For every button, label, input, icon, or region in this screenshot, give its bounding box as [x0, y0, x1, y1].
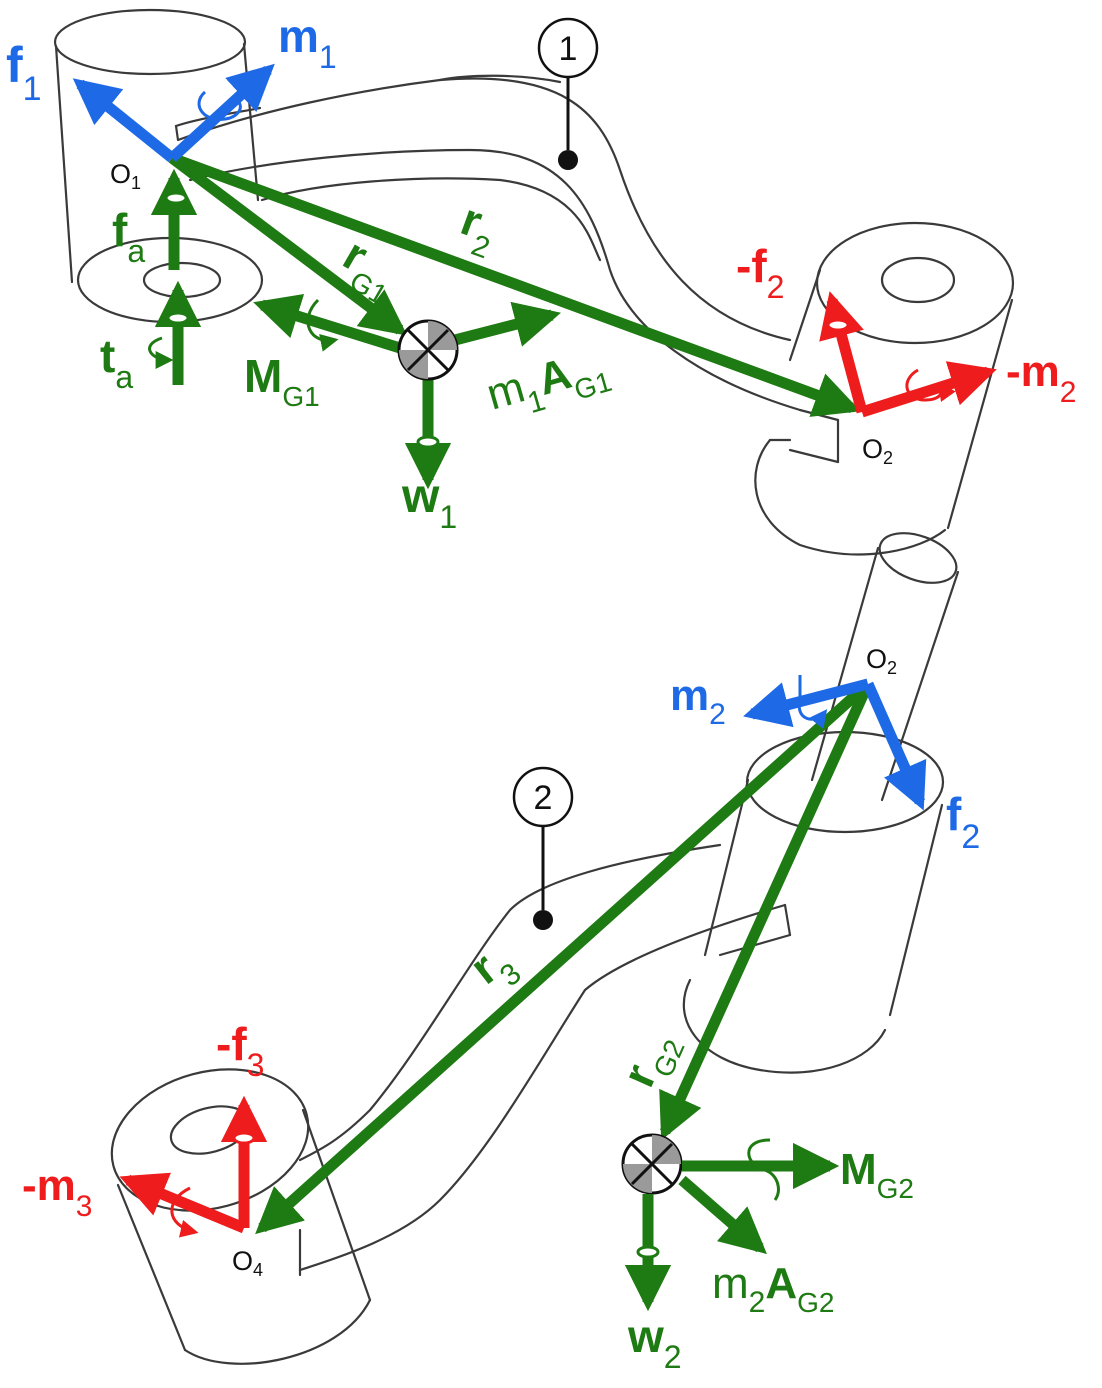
f1-vector — [72, 78, 176, 163]
link-2-tag-label: 2 — [534, 779, 553, 817]
neg-m3-rotation-icon — [170, 1186, 199, 1238]
fa-label: fa — [112, 204, 145, 269]
point-o2-bottom-label: O2 — [866, 644, 897, 678]
link-1-tag: 1 — [537, 17, 599, 170]
neg-m2-vector — [860, 361, 997, 418]
rG1-vector — [168, 153, 408, 336]
link-1-bearing-o2 — [754, 221, 1015, 556]
r3-vector — [255, 679, 872, 1235]
neg-f3-label: -f3 — [216, 1018, 264, 1083]
point-o2-top-label: O2 — [862, 434, 893, 468]
f2-vector — [862, 681, 927, 811]
rG2-vector — [659, 681, 874, 1141]
MG1-rotation-icon — [306, 298, 339, 352]
m1-label: m1 — [278, 10, 337, 75]
r2-vector — [170, 152, 861, 417]
point-o4-label: O4 — [232, 1246, 263, 1280]
neg-f2-vector — [819, 291, 868, 414]
neg-m2-label: -m2 — [1006, 347, 1076, 409]
point-labels: O1 O2 O2 O4 — [110, 159, 897, 1280]
link-2-bearing-o4 — [110, 1068, 372, 1365]
m1AG1-vector — [453, 301, 561, 347]
point-o1-label: O1 — [110, 159, 141, 193]
MG1-label: MG1 — [244, 350, 320, 412]
r2-label: r2 — [450, 193, 505, 266]
MG2-rotation-icon — [747, 1138, 780, 1201]
ta-label: ta — [100, 330, 133, 395]
m2AG2-label: m2AG2 — [712, 1259, 834, 1319]
MG2-label: MG2 — [840, 1145, 914, 1204]
ta-rotation-icon — [148, 336, 174, 369]
link-2-bearing-o2 — [682, 730, 945, 1074]
vector-labels: f1 m1 fa ta rG1 r2 MG1 m1AG1 w1 -f2 -m2 … — [6, 10, 1076, 1375]
neg-m3-label: -m3 — [22, 1161, 92, 1223]
link-1-sketch: 1 — [53, 8, 1015, 556]
cg2-symbol — [621, 1133, 683, 1195]
w2-label: w2 — [627, 1310, 682, 1375]
link-2-vectors — [119, 675, 927, 1312]
neg-m3-vector — [119, 1172, 247, 1234]
MG1-vector — [253, 293, 402, 354]
m2AG2-vector — [678, 1175, 767, 1255]
link-2-tag: 2 — [512, 766, 574, 930]
m1AG1-label: m1AG1 — [481, 339, 615, 430]
m2-rotation-icon — [797, 675, 828, 729]
m2-label: m2 — [670, 671, 726, 731]
link-2-sketch: 2 — [110, 532, 960, 1365]
m1-rotation-icon — [197, 90, 242, 121]
rG2-label: rG2 — [612, 1022, 691, 1098]
m1-vector — [168, 63, 275, 163]
f2-label: f2 — [946, 788, 980, 856]
cg1-symbol — [397, 319, 459, 381]
neg-f2-label: -f2 — [736, 240, 784, 305]
neg-m2-rotation-icon — [905, 368, 956, 402]
w1-label: w1 — [401, 470, 457, 535]
f1-label: f1 — [6, 37, 42, 108]
m2-vector — [743, 678, 870, 728]
link-1-tag-label: 1 — [559, 30, 578, 68]
link-1-vectors — [72, 63, 997, 490]
link-1-bearing-o1 — [53, 8, 264, 324]
